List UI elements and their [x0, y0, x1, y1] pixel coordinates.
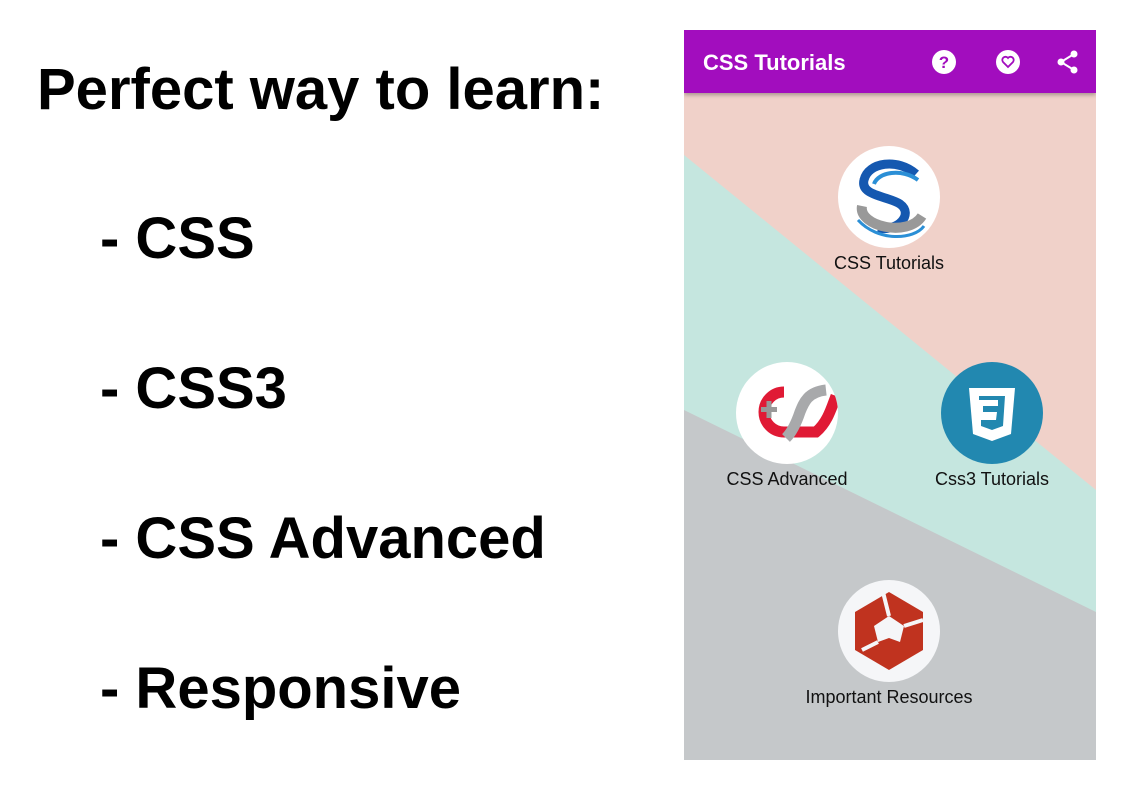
promo-item: - CSS	[100, 206, 255, 271]
help-icon[interactable]: ?	[931, 49, 957, 75]
share-icon[interactable]	[1055, 49, 1081, 75]
css-tutorials-logo-icon	[838, 146, 940, 248]
tile-label: Css3 Tutorials	[934, 469, 1050, 489]
phone-screen: CSS Tutorials ? CSS Tutorials	[684, 30, 1096, 760]
tile-label: CSS Tutorials	[833, 253, 945, 273]
tile-label: Important Resources	[805, 687, 973, 707]
svg-text:?: ?	[939, 53, 949, 72]
promo-item: - Responsive	[100, 656, 461, 721]
promo-item: - CSS Advanced	[100, 506, 546, 571]
app-bar: CSS Tutorials ?	[684, 30, 1096, 93]
tile-css-advanced[interactable]: CSS Advanced	[687, 362, 887, 490]
tile-css3-tutorials[interactable]: Css3 Tutorials	[892, 362, 1092, 490]
tile-label: CSS Advanced	[726, 469, 848, 489]
css-advanced-logo-icon	[736, 362, 838, 464]
resources-logo-icon	[838, 580, 940, 682]
favorite-icon[interactable]	[995, 49, 1021, 75]
css3-logo-icon	[941, 362, 1043, 464]
promo-item: - CSS3	[100, 356, 287, 421]
tile-important-resources[interactable]: Important Resources	[789, 580, 989, 708]
app-title: CSS Tutorials	[703, 50, 846, 75]
tile-css-tutorials[interactable]: CSS Tutorials	[789, 146, 989, 274]
promo-headline: Perfect way to learn:	[37, 57, 605, 122]
